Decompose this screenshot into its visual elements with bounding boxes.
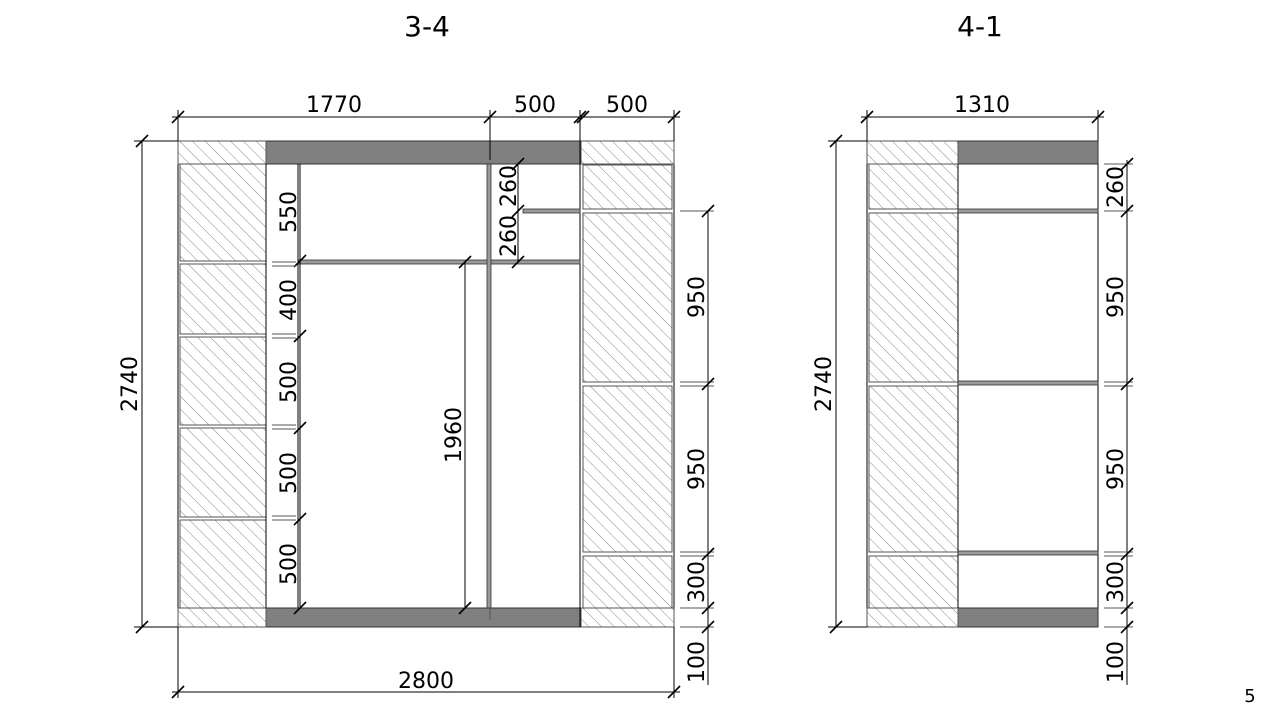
dim-left-400: 400	[277, 279, 302, 321]
dim-r-950-b: 950	[1104, 448, 1129, 490]
left-door-3	[179, 336, 267, 426]
bottom-panel-right	[957, 607, 1099, 628]
right-door-4	[582, 555, 673, 609]
page-number: 5	[1244, 686, 1255, 707]
dim-top-1770: 1770	[306, 93, 362, 118]
dim-top-500-a: 500	[514, 93, 556, 118]
dim-right-950-b: 950	[685, 448, 710, 490]
right-view-shelf-3	[957, 550, 1099, 556]
right-view-top-block	[866, 140, 959, 165]
dim-inner-1960: 1960	[442, 407, 467, 463]
view-title-left: 3-4	[404, 10, 450, 43]
dim-right-300: 300	[685, 561, 710, 603]
dim-left-500-c: 500	[277, 543, 302, 585]
dim-left-500-b: 500	[277, 452, 302, 494]
dim-height-left: 2740	[118, 356, 143, 412]
dim-middle-260-a: 260	[497, 165, 522, 207]
dim-top-500-b: 500	[606, 93, 648, 118]
left-column-top-block	[177, 140, 267, 165]
right-view-door-1	[868, 163, 959, 210]
left-door-5	[179, 519, 267, 609]
left-column-bottom-block	[177, 607, 267, 628]
left-door-1	[179, 163, 267, 262]
elevation-4-1: 2740 1310 260 950 950 300 100	[812, 93, 1134, 685]
right-door-2	[582, 212, 673, 383]
upper-shelf	[522, 208, 581, 214]
dim-middle-260-b: 260	[497, 215, 522, 257]
bottom-panel	[265, 607, 581, 628]
dim-left-550: 550	[277, 191, 302, 233]
dim-r-300: 300	[1104, 561, 1129, 603]
vertical-partition	[486, 163, 492, 609]
dim-left-500-a: 500	[277, 361, 302, 403]
left-door-4	[179, 427, 267, 518]
right-column-top-block	[580, 140, 675, 165]
dim-r-950-a: 950	[1104, 276, 1129, 318]
top-panel	[265, 140, 581, 165]
right-column-bottom-block	[580, 607, 675, 628]
dim-top-1310: 1310	[954, 93, 1010, 118]
right-view-door-3	[868, 385, 959, 553]
dim-right-950-a: 950	[685, 276, 710, 318]
dim-r-260: 260	[1104, 166, 1129, 208]
dim-right-100: 100	[685, 641, 710, 683]
right-door-3	[582, 385, 673, 553]
view-title-right: 4-1	[957, 10, 1003, 43]
dim-bottom-2800: 2800	[398, 669, 454, 694]
left-door-2	[179, 263, 267, 335]
right-view-door-2	[868, 212, 959, 383]
dim-height-right: 2740	[812, 356, 837, 412]
right-door-1	[582, 164, 673, 210]
right-view-bottom-block	[866, 607, 959, 628]
dim-r-100: 100	[1104, 641, 1129, 683]
right-view-shelf-2	[957, 380, 1099, 386]
main-shelf	[297, 259, 581, 265]
right-view-shelf-1	[957, 208, 1099, 214]
elevation-3-4: 2740 1770 500 500 2800	[118, 93, 715, 699]
right-view-door-4	[868, 555, 959, 609]
top-panel-right	[957, 140, 1099, 165]
